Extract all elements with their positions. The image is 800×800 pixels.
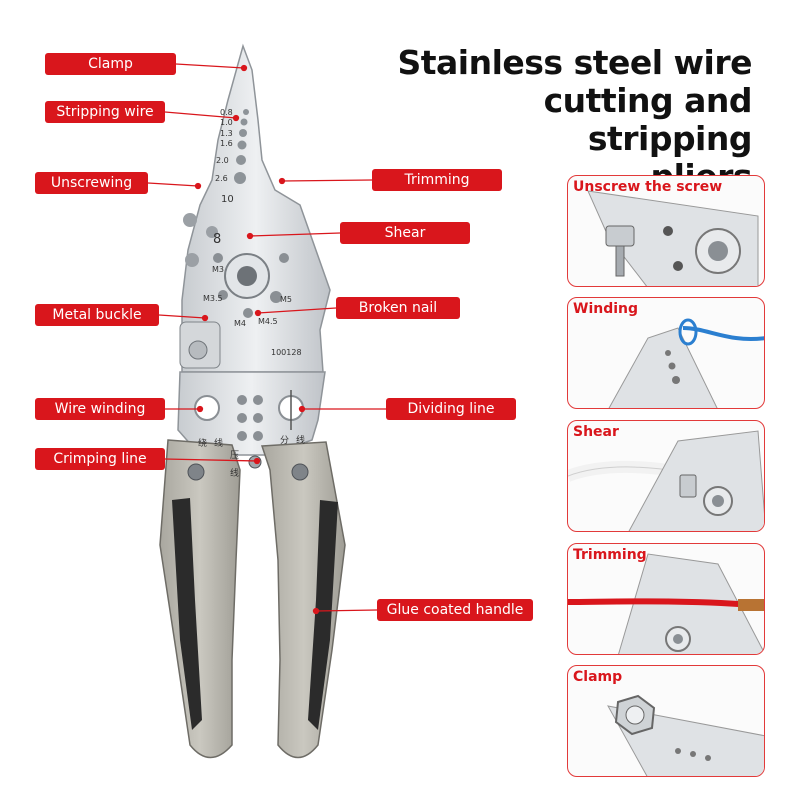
m35-label: M3.5 bbox=[203, 294, 223, 303]
gauge-0-8: 0.8 bbox=[220, 108, 233, 117]
winding-demo-image bbox=[608, 318, 764, 408]
gauge-10: 10 bbox=[221, 194, 234, 205]
pliers-illustration: 0.8 1.0 1.3 1.6 2.0 2.6 10 8 M3 M3.5 M4 … bbox=[147, 43, 386, 759]
stripping-notches bbox=[234, 109, 249, 184]
label-crimping-line: Crimping line bbox=[35, 448, 165, 470]
rao-char: 绕 bbox=[198, 437, 207, 449]
label-metal-buckle: Metal buckle bbox=[35, 304, 159, 326]
label-wire-winding: Wire winding bbox=[35, 398, 165, 420]
size-8: 8 bbox=[213, 232, 221, 247]
panel-trimming: Trimming bbox=[567, 543, 765, 655]
label-dividing-line: Dividing line bbox=[386, 398, 516, 420]
xian-char-3: 线 bbox=[296, 434, 305, 446]
label-stripping-wire: Stripping wire bbox=[45, 101, 165, 123]
gauge-1-6: 1.6 bbox=[220, 139, 233, 148]
panel-shear: Shear bbox=[567, 420, 765, 532]
handle-right-grip bbox=[308, 500, 338, 730]
m4-label: M4 bbox=[234, 319, 246, 328]
panel-label-shear: Shear bbox=[573, 424, 619, 440]
panel-unscrew: Unscrew the screw bbox=[567, 175, 765, 287]
gauge-2-0: 2.0 bbox=[216, 156, 229, 165]
panel-label-winding: Winding bbox=[573, 301, 639, 317]
handle-left-grip bbox=[172, 498, 202, 730]
leader-lines bbox=[147, 63, 386, 615]
panel-label-unscrew: Unscrew the screw bbox=[573, 179, 723, 195]
label-broken-nail: Broken nail bbox=[336, 297, 460, 319]
fen-char: 分 bbox=[280, 435, 289, 446]
title-line-2: cutting and stripping bbox=[543, 81, 753, 158]
panel-winding: Winding bbox=[567, 297, 765, 409]
label-clamp: Clamp bbox=[45, 53, 176, 75]
ya-char: 压 bbox=[230, 450, 239, 461]
title-line-1: Stainless steel wire bbox=[397, 43, 752, 82]
unscrew-demo-image bbox=[587, 190, 759, 286]
label-unscrewing: Unscrewing bbox=[35, 172, 148, 194]
clamp-demo-image bbox=[607, 694, 764, 776]
winding-hole bbox=[194, 395, 220, 421]
m3-label: M3 bbox=[212, 265, 224, 274]
label-glue-coated-handle: Glue coated handle bbox=[377, 599, 533, 621]
xian-char-1: 线 bbox=[214, 437, 223, 449]
label-shear: Shear bbox=[340, 222, 470, 244]
trimming-demo-image bbox=[568, 553, 764, 654]
handle-right bbox=[260, 441, 346, 759]
screw-holes bbox=[183, 213, 218, 267]
m45-label: M4.5 bbox=[258, 317, 278, 326]
label-trimming: Trimming bbox=[372, 169, 502, 191]
page-title: Stainless steel wire cutting and strippi… bbox=[372, 44, 752, 196]
crimping-teeth bbox=[237, 395, 263, 441]
panel-label-clamp: Clamp bbox=[573, 669, 623, 685]
panel-label-trimming: Trimming bbox=[573, 547, 647, 563]
gauge-1-0: 1.0 bbox=[220, 118, 233, 127]
panel-clamp: Clamp bbox=[567, 665, 765, 777]
model-number: 100128 bbox=[271, 348, 302, 357]
xian-char-2: 线 bbox=[230, 467, 239, 479]
gauge-1-3: 1.3 bbox=[220, 129, 233, 138]
gauge-2-6: 2.6 bbox=[215, 174, 228, 183]
shear-demo-image bbox=[568, 430, 764, 531]
m5-label: M5 bbox=[280, 295, 292, 304]
